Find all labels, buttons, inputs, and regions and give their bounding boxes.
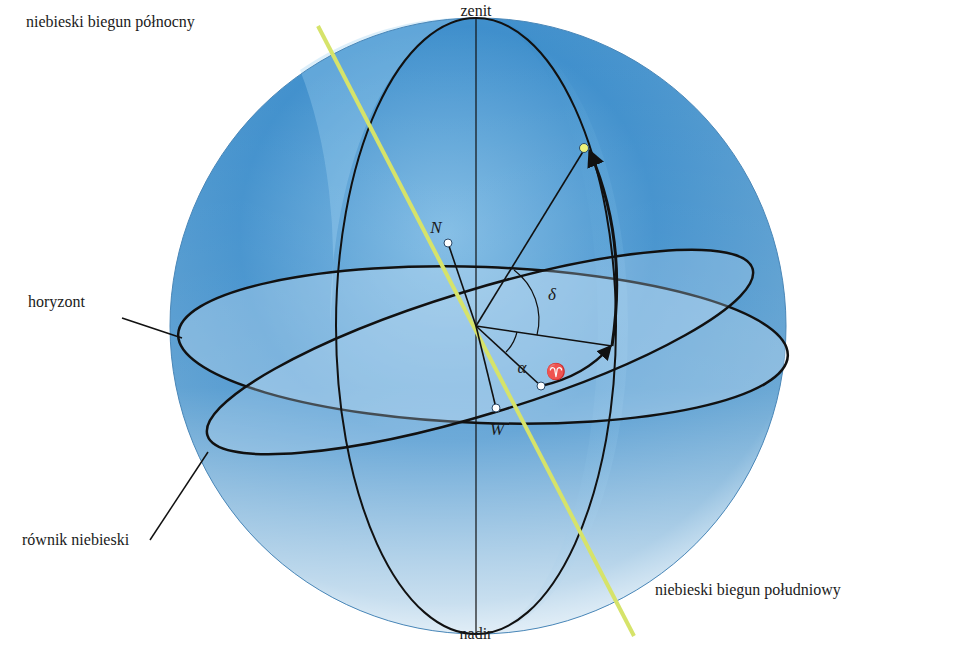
equator-plane: [189, 209, 770, 494]
zenith-label: zenit: [460, 2, 491, 20]
horizon-label: horyzont: [28, 293, 85, 311]
angle-label: α: [518, 359, 527, 378]
points: [444, 144, 589, 413]
leader-lines: [122, 318, 208, 540]
point-label: W: [490, 421, 504, 440]
celestial-axis: [318, 26, 634, 636]
angle-label: δ: [548, 286, 556, 305]
coordinate-vectors: [448, 150, 617, 408]
pole-label: niebieski biegun północny: [26, 13, 195, 31]
point-label: ♈: [546, 363, 566, 381]
meridian: [336, 18, 616, 634]
pole-label: niebieski biegun południowy: [655, 581, 841, 599]
equator-label: równik niebieski: [22, 531, 129, 549]
nadir-label: nadir: [460, 625, 493, 643]
point-label: N: [430, 219, 441, 238]
